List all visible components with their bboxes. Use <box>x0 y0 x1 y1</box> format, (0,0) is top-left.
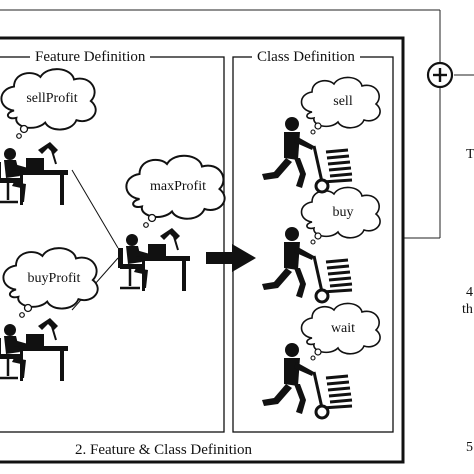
cloud-text-wait: wait <box>330 321 356 336</box>
trader-at-desk-icon-top <box>0 140 70 207</box>
cloud-text-buy: buy <box>332 205 354 220</box>
trader-at-desk-icon-bottom <box>0 316 70 383</box>
thought-cloud-buyprofit <box>2 247 99 318</box>
outer-frame <box>0 36 405 464</box>
cloud-text-buyprofit: buyProfit <box>27 271 81 286</box>
thought-cloud-buy <box>300 186 381 245</box>
feature-panel-title: Feature Definition <box>30 48 151 66</box>
cloud-text-maxprofit: maxProfit <box>150 179 206 194</box>
worker-pushing-cart-icon-sell <box>260 115 354 194</box>
edge-fragment-c: th <box>462 302 473 317</box>
edge-fragment-b: 4 <box>466 285 473 300</box>
trader-at-desk-icon-center <box>116 226 192 293</box>
right-arrow-icon <box>206 244 256 272</box>
thought-cloud-wait <box>300 302 381 361</box>
cloud-text-sellprofit: sellProfit <box>26 91 78 106</box>
plus-circle-icon <box>426 61 454 89</box>
class-panel-title: Class Definition <box>252 48 360 66</box>
worker-pushing-cart-icon-wait <box>260 341 354 420</box>
worker-pushing-cart-icon-buy <box>260 225 354 304</box>
diagram-caption: 2. Feature & Class Definition <box>70 441 258 459</box>
edge-fragment-a: T <box>466 147 474 162</box>
thought-cloud-sellprofit <box>0 68 97 139</box>
feedback-loop-lines <box>0 9 474 239</box>
edge-fragment-d: 5 <box>466 440 473 455</box>
thought-cloud-maxprofit <box>125 154 226 228</box>
thought-cloud-sell <box>300 76 381 135</box>
cloud-text-sell: sell <box>333 94 353 109</box>
